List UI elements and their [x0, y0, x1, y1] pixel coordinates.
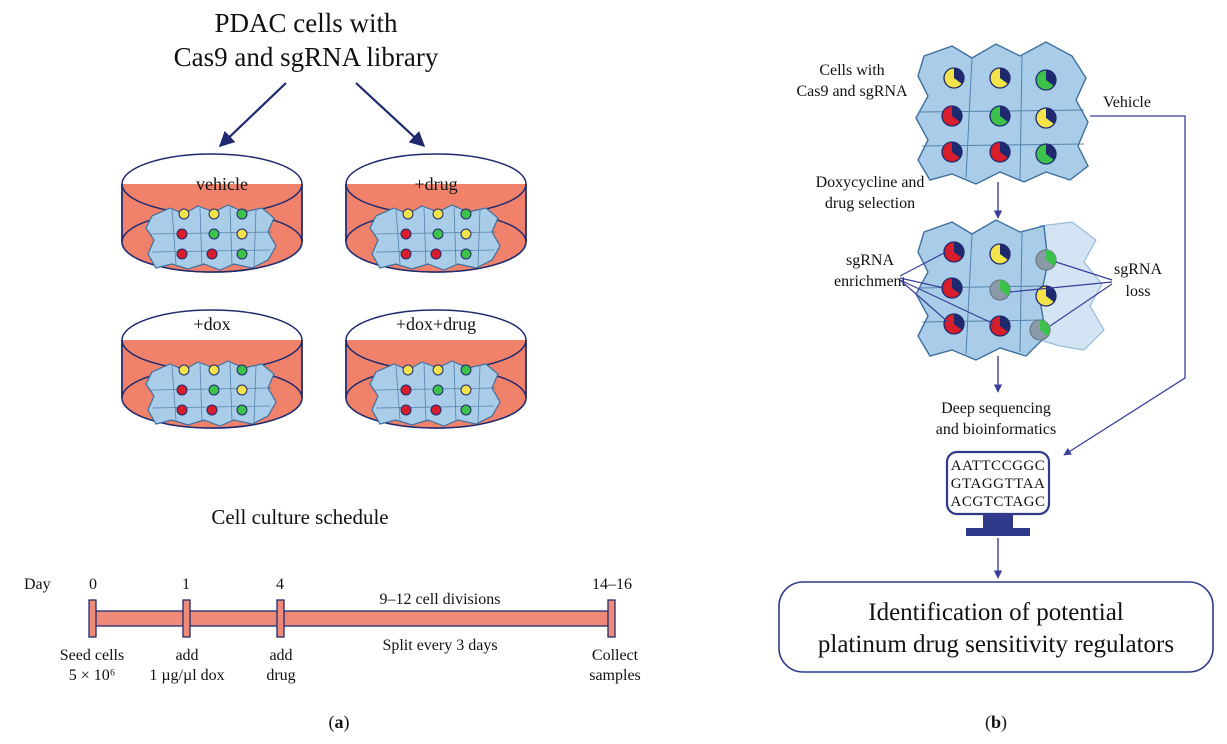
sequence-1: AATTCCGGC	[951, 458, 1046, 474]
panel-a-title-line2: Cas9 and sgRNA library	[174, 42, 439, 72]
sequencing-line1: Deep sequencing	[941, 400, 1051, 417]
caption-a: (a)	[329, 712, 350, 733]
step-drug-line1: add	[269, 647, 292, 664]
enrichment-line1: sgRNA	[846, 252, 894, 269]
cell-cluster-selected	[915, 219, 1105, 361]
enrichment-lines	[899, 251, 995, 325]
timeline-day-0: 0	[89, 576, 97, 593]
timeline-marker-1	[182, 599, 191, 638]
timeline-day-label: Day	[24, 576, 51, 593]
sequence-2: GTAGGTTAA	[951, 476, 1046, 492]
step-seed-line1: Seed cells	[60, 647, 124, 664]
caption-a-open: (	[329, 712, 335, 733]
schedule-title: Cell culture schedule	[211, 505, 388, 529]
timeline-marker-4	[276, 599, 285, 638]
panel-b: Cells with Cas9 and sgRNA Vehicle Doxycy…	[778, 41, 1214, 733]
timeline-marker-end	[607, 599, 616, 638]
caption-b-open: (	[985, 712, 991, 733]
panel-a-title-line1: PDAC cells with	[214, 8, 398, 38]
caption-a-close: )	[344, 712, 350, 733]
timeline-bar	[92, 610, 613, 627]
timeline-marker-0	[88, 599, 97, 638]
timeline-day-end: 14–16	[592, 576, 632, 593]
result-box	[778, 581, 1214, 673]
monitor: AATTCCGGC GTAGGTTAA ACGTCTAGC	[945, 450, 1051, 536]
result-line1: Identification of potential	[868, 599, 1124, 626]
timeline-below-text: Split every 3 days	[382, 637, 497, 654]
timeline-day-4: 4	[276, 576, 284, 593]
timeline-above-text: 9–12 cell divisions	[380, 591, 501, 608]
dish-dox: +dox	[121, 309, 303, 429]
caption-b: (b)	[985, 712, 1007, 733]
dish-drug-nuclei	[400, 208, 472, 260]
dish-label-dox-drug: +dox+drug	[396, 314, 476, 334]
loss-lines	[1009, 261, 1113, 327]
step-dox-line2: 1 µg/µl dox	[149, 667, 224, 684]
caption-a-letter: a	[335, 712, 344, 732]
panel-a: PDAC cells with Cas9 and sgRNA library v…	[24, 8, 641, 733]
step-collect-line2: samples	[589, 667, 641, 684]
step-collect-line1: Collect	[592, 647, 639, 664]
sequencing-line2: and bioinformatics	[936, 421, 1056, 438]
dish-dox-drug: +dox+drug	[345, 309, 527, 429]
sequence-3: ACGTCTAGC	[951, 494, 1046, 510]
caption-b-letter: b	[991, 712, 1001, 732]
dish-dox-drug-nuclei	[400, 364, 472, 416]
monitor-stand	[983, 514, 1013, 528]
arrow-left	[218, 82, 287, 148]
result-line2: platinum drug sensitivity regulators	[818, 631, 1174, 658]
step-drug-line2: drug	[266, 667, 295, 684]
dish-dox-nuclei	[176, 364, 248, 416]
selection-line2: drug selection	[825, 195, 915, 212]
arrow-right	[355, 82, 426, 148]
caption-b-close: )	[1001, 712, 1007, 733]
dish-label-vehicle: vehicle	[196, 174, 248, 194]
dish-label-dox: +dox	[193, 314, 230, 334]
dish-vehicle-nuclei	[176, 208, 248, 260]
vehicle-label: Vehicle	[1103, 94, 1151, 111]
selection-line1: Doxycycline and	[816, 174, 925, 191]
cell-cluster-top	[915, 41, 1089, 185]
cells-label-line2: Cas9 and sgRNA	[796, 83, 908, 100]
timeline-day-1: 1	[182, 576, 190, 593]
cells-label-line1: Cells with	[819, 62, 884, 79]
monitor-base	[966, 528, 1030, 536]
loss-line2: loss	[1126, 283, 1151, 300]
timeline: Day 0 1 4 14–16 9–12 cell divisions Spli…	[24, 576, 641, 684]
dish-label-drug: +drug	[414, 174, 457, 194]
dish-drug: +drug	[345, 153, 527, 273]
step-seed-line2: 5 × 10⁶	[69, 667, 116, 684]
vehicle-line	[1063, 115, 1186, 456]
loss-line1: sgRNA	[1114, 261, 1162, 278]
step-dox-line1: add	[175, 647, 198, 664]
dish-vehicle: vehicle	[121, 153, 303, 273]
enrichment-line2: enrichment	[834, 273, 907, 290]
